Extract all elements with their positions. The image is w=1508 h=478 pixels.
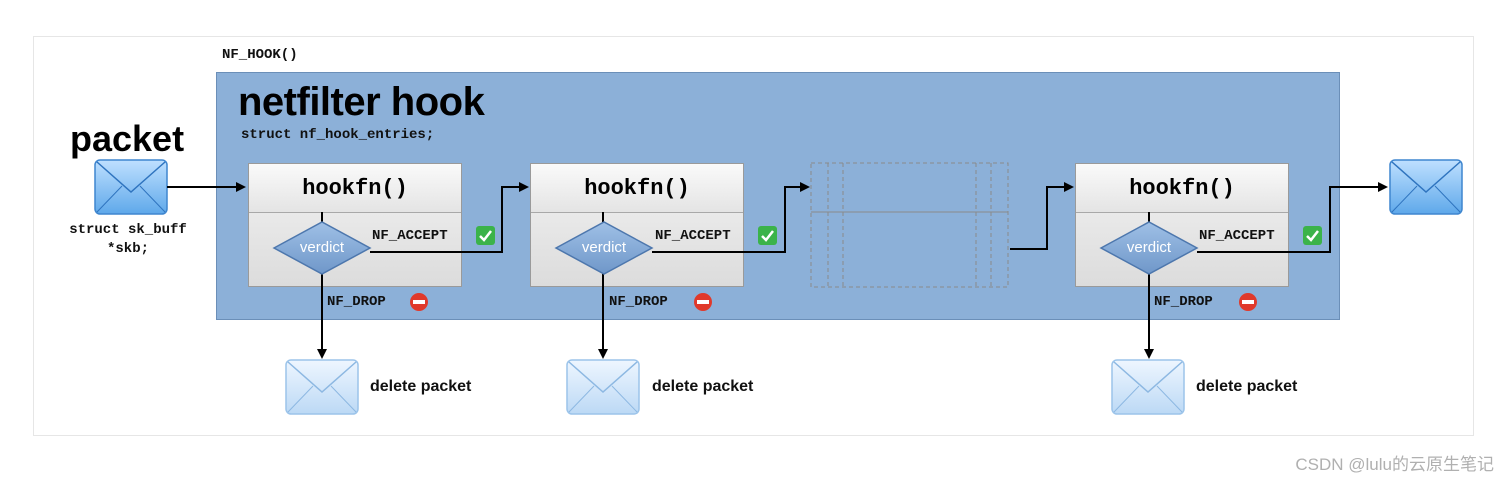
delete-packet-label-3: delete packet (1196, 378, 1298, 395)
hookfn-box-3: hookfn() (1075, 163, 1289, 287)
accept-label-2: NF_ACCEPT (655, 228, 731, 244)
packet-title: packet (70, 118, 185, 159)
hookfn-label-2: hookfn() (584, 175, 690, 201)
arrow-hook3-to-output (1197, 182, 1388, 253)
verdict-label-2: verdict (581, 239, 627, 256)
check-icon (476, 226, 495, 245)
accept-label-1: NF_ACCEPT (372, 228, 448, 244)
arrow-hook1-to-hook2 (370, 182, 529, 253)
verdict-label-1: verdict (299, 239, 345, 256)
drop-label-1: NF_DROP (327, 294, 386, 310)
check-icon (1303, 226, 1322, 245)
hookfn-box-1: hookfn() (248, 163, 462, 287)
hookfn-box-2: hookfn() (530, 163, 744, 287)
drop-label-2: NF_DROP (609, 294, 668, 310)
skb-struct-line2: *skb; (106, 241, 149, 257)
hookfn-header-2: hookfn() (531, 164, 743, 213)
netfilter-hook-title: netfilter hook (238, 80, 485, 124)
verdict-diamond-1 (272, 221, 372, 275)
deleted-envelope-icon (566, 359, 640, 415)
no-entry-icon (694, 293, 712, 311)
verdict-diamond-2 (554, 221, 654, 275)
watermark: CSDN @lulu的云原生笔记 (1295, 455, 1494, 474)
omitted-hooks-placeholder (810, 162, 1009, 288)
no-entry-icon (1239, 293, 1257, 311)
hook-struct-label: struct nf_hook_entries; (241, 127, 435, 143)
verdict-diamond-3 (1099, 221, 1199, 275)
verdict-label-3: verdict (1126, 239, 1172, 256)
delete-packet-label-1: delete packet (370, 378, 472, 395)
flow-arrows (167, 182, 1388, 359)
hookfn-header-3: hookfn() (1076, 164, 1288, 213)
check-icon (758, 226, 777, 245)
arrow-placeholder-to-hook3 (1010, 182, 1074, 250)
arrow-hook2-to-placeholder (652, 182, 810, 253)
no-entry-icon (410, 293, 428, 311)
deleted-envelope-icon (285, 359, 359, 415)
deleted-envelope-icon (1111, 359, 1185, 415)
skb-struct-line1: struct sk_buff (69, 222, 187, 238)
skb-struct-label: struct sk_buff *skb; (50, 221, 206, 259)
delete-packet-label-2: delete packet (652, 378, 754, 395)
drop-label-3: NF_DROP (1154, 294, 1213, 310)
packet-envelope-icon (94, 159, 168, 215)
hookfn-label-3: hookfn() (1129, 175, 1235, 201)
hookfn-header-1: hookfn() (249, 164, 461, 213)
hookfn-label-1: hookfn() (302, 175, 408, 201)
accept-label-3: NF_ACCEPT (1199, 228, 1275, 244)
nf-hook-macro-label: NF_HOOK() (222, 47, 298, 63)
output-envelope-icon (1389, 159, 1463, 215)
